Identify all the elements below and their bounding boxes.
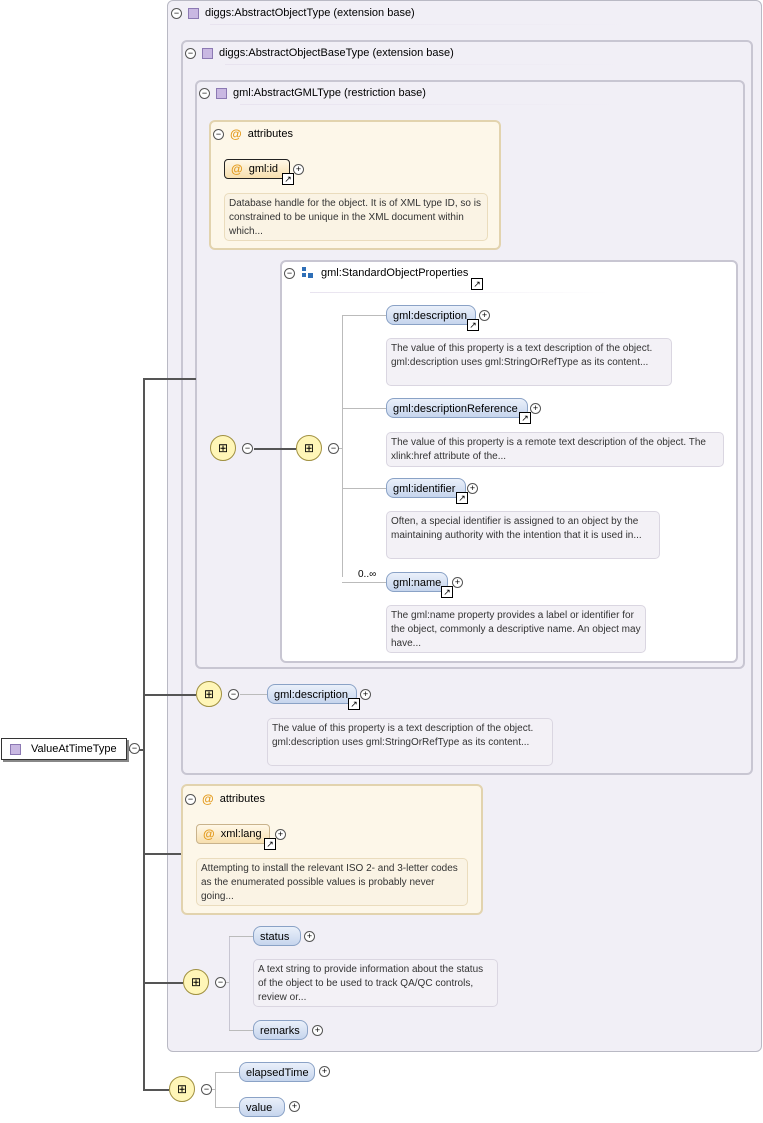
expand-icon[interactable]: + xyxy=(467,483,478,494)
gml-id-documentation: Database handle for the object. It is of… xyxy=(224,193,488,241)
attribute-icon: @ xyxy=(203,827,215,841)
element-label: value xyxy=(246,1102,273,1114)
standard-object-properties-header: − gml:StandardObjectProperties xyxy=(284,267,468,279)
lang-attributes-title: attributes xyxy=(219,793,265,805)
expand-icon[interactable]: + xyxy=(289,1101,300,1112)
element-label: elapsedTime xyxy=(246,1067,309,1079)
abstract-object-type-header: − diggs:AbstractObjectType (extension ba… xyxy=(171,7,415,19)
xml-lang-documentation: Attempting to install the relevant ISO 2… xyxy=(196,858,468,906)
sequence-compositor-icon[interactable]: ⊞ xyxy=(210,435,236,461)
complex-type-icon xyxy=(202,47,213,59)
link-icon[interactable]: ↗ xyxy=(519,412,531,424)
link-icon[interactable]: ↗ xyxy=(282,173,294,185)
element-label: gml:descriptionReference xyxy=(393,403,518,415)
standard-object-properties-label: gml:StandardObjectProperties xyxy=(321,267,469,279)
collapse-icon[interactable]: − xyxy=(328,443,339,454)
element-gml-description-reference[interactable]: gml:descriptionReference xyxy=(386,398,528,418)
complex-type-icon xyxy=(216,87,227,99)
expand-icon[interactable]: + xyxy=(530,403,541,414)
complex-type-icon xyxy=(10,743,21,755)
link-icon[interactable]: ↗ xyxy=(441,586,453,598)
link-icon[interactable]: ↗ xyxy=(471,278,483,290)
expand-icon[interactable]: + xyxy=(452,577,463,588)
abstract-object-base-type-header: − diggs:AbstractObjectBaseType (extensio… xyxy=(185,47,454,59)
element-label: gml:name xyxy=(393,577,442,589)
gml-id-label: gml:id xyxy=(248,163,279,175)
abstract-object-type-label: diggs:AbstractObjectType (extension base… xyxy=(205,7,415,19)
collapse-icon[interactable]: − xyxy=(185,793,196,805)
collapse-icon[interactable]: − xyxy=(199,87,210,99)
lang-attributes-header: − @ attributes xyxy=(185,792,265,806)
element-documentation: Often, a special identifier is assigned … xyxy=(386,511,660,559)
attribute-icon: @ xyxy=(230,127,242,141)
element-label: status xyxy=(260,931,290,943)
element-status[interactable]: status xyxy=(253,926,301,946)
main-connector-line xyxy=(143,378,145,1089)
element-documentation: The gml:name property provides a label o… xyxy=(386,605,646,653)
collapse-icon[interactable]: − xyxy=(284,267,295,279)
sequence-compositor-icon[interactable]: ⊞ xyxy=(296,435,322,461)
expand-icon[interactable]: + xyxy=(275,829,286,840)
collapse-icon[interactable]: − xyxy=(171,7,182,19)
xml-lang-attribute[interactable]: @ xml:lang xyxy=(196,824,270,844)
sequence-compositor-icon[interactable]: ⊞ xyxy=(183,969,209,995)
element-documentation: The value of this property is a text des… xyxy=(267,718,553,766)
link-icon[interactable]: ↗ xyxy=(264,838,276,850)
element-documentation: The value of this property is a text des… xyxy=(386,338,672,386)
element-elapsed-time[interactable]: elapsedTime xyxy=(239,1062,315,1082)
multiplicity-label: 0..∞ xyxy=(358,569,377,580)
sequence-compositor-icon[interactable]: ⊞ xyxy=(169,1076,195,1102)
attribute-icon: @ xyxy=(231,162,243,176)
element-documentation: The value of this property is a remote t… xyxy=(386,432,724,467)
element-gml-description[interactable]: gml:description xyxy=(386,305,476,325)
expand-icon[interactable]: + xyxy=(312,1025,323,1036)
gml-id-attribute[interactable]: @ gml:id xyxy=(224,159,290,179)
sequence-compositor-icon[interactable]: ⊞ xyxy=(196,681,222,707)
collapse-icon[interactable]: − xyxy=(185,47,196,59)
gml-attributes-title: attributes xyxy=(247,128,293,140)
collapse-icon[interactable]: − xyxy=(213,128,224,140)
expand-icon[interactable]: + xyxy=(360,689,371,700)
element-label: remarks xyxy=(260,1025,300,1037)
link-icon[interactable]: ↗ xyxy=(348,698,360,710)
abstract-gml-type-header: − gml:AbstractGMLType (restriction base) xyxy=(199,87,426,99)
link-icon[interactable]: ↗ xyxy=(456,492,468,504)
abstract-object-base-type-label: diggs:AbstractObjectBaseType (extension … xyxy=(219,47,454,59)
collapse-icon[interactable]: − xyxy=(129,743,140,754)
expand-icon[interactable]: + xyxy=(479,310,490,321)
element-label: gml:identifier xyxy=(393,483,456,495)
collapse-icon[interactable]: − xyxy=(215,977,226,988)
collapse-icon[interactable]: − xyxy=(201,1084,212,1095)
collapse-icon[interactable]: − xyxy=(228,689,239,700)
complex-type-icon xyxy=(188,7,199,19)
element-gml-name[interactable]: gml:name xyxy=(386,572,448,592)
xml-lang-label: xml:lang xyxy=(220,828,262,840)
expand-icon[interactable]: + xyxy=(304,931,315,942)
element-label: gml:description xyxy=(393,310,467,322)
element-value[interactable]: value xyxy=(239,1097,285,1117)
link-icon[interactable]: ↗ xyxy=(467,319,479,331)
root-complex-type[interactable]: ValueAtTimeType xyxy=(1,738,127,760)
group-icon xyxy=(301,267,315,279)
element-label: gml:description xyxy=(274,689,348,701)
collapse-icon[interactable]: − xyxy=(242,443,253,454)
attribute-icon: @ xyxy=(202,792,214,806)
element-documentation: A text string to provide information abo… xyxy=(253,959,498,1007)
expand-icon[interactable]: + xyxy=(319,1066,330,1077)
element-remarks[interactable]: remarks xyxy=(253,1020,308,1040)
expand-icon[interactable]: + xyxy=(293,164,304,175)
element-base-gml-description[interactable]: gml:description xyxy=(267,684,357,704)
abstract-gml-type-label: gml:AbstractGMLType (restriction base) xyxy=(233,87,426,99)
element-gml-identifier[interactable]: gml:identifier xyxy=(386,478,466,498)
root-label: ValueAtTimeType xyxy=(31,743,117,755)
gml-attributes-header: − @ attributes xyxy=(213,127,293,141)
